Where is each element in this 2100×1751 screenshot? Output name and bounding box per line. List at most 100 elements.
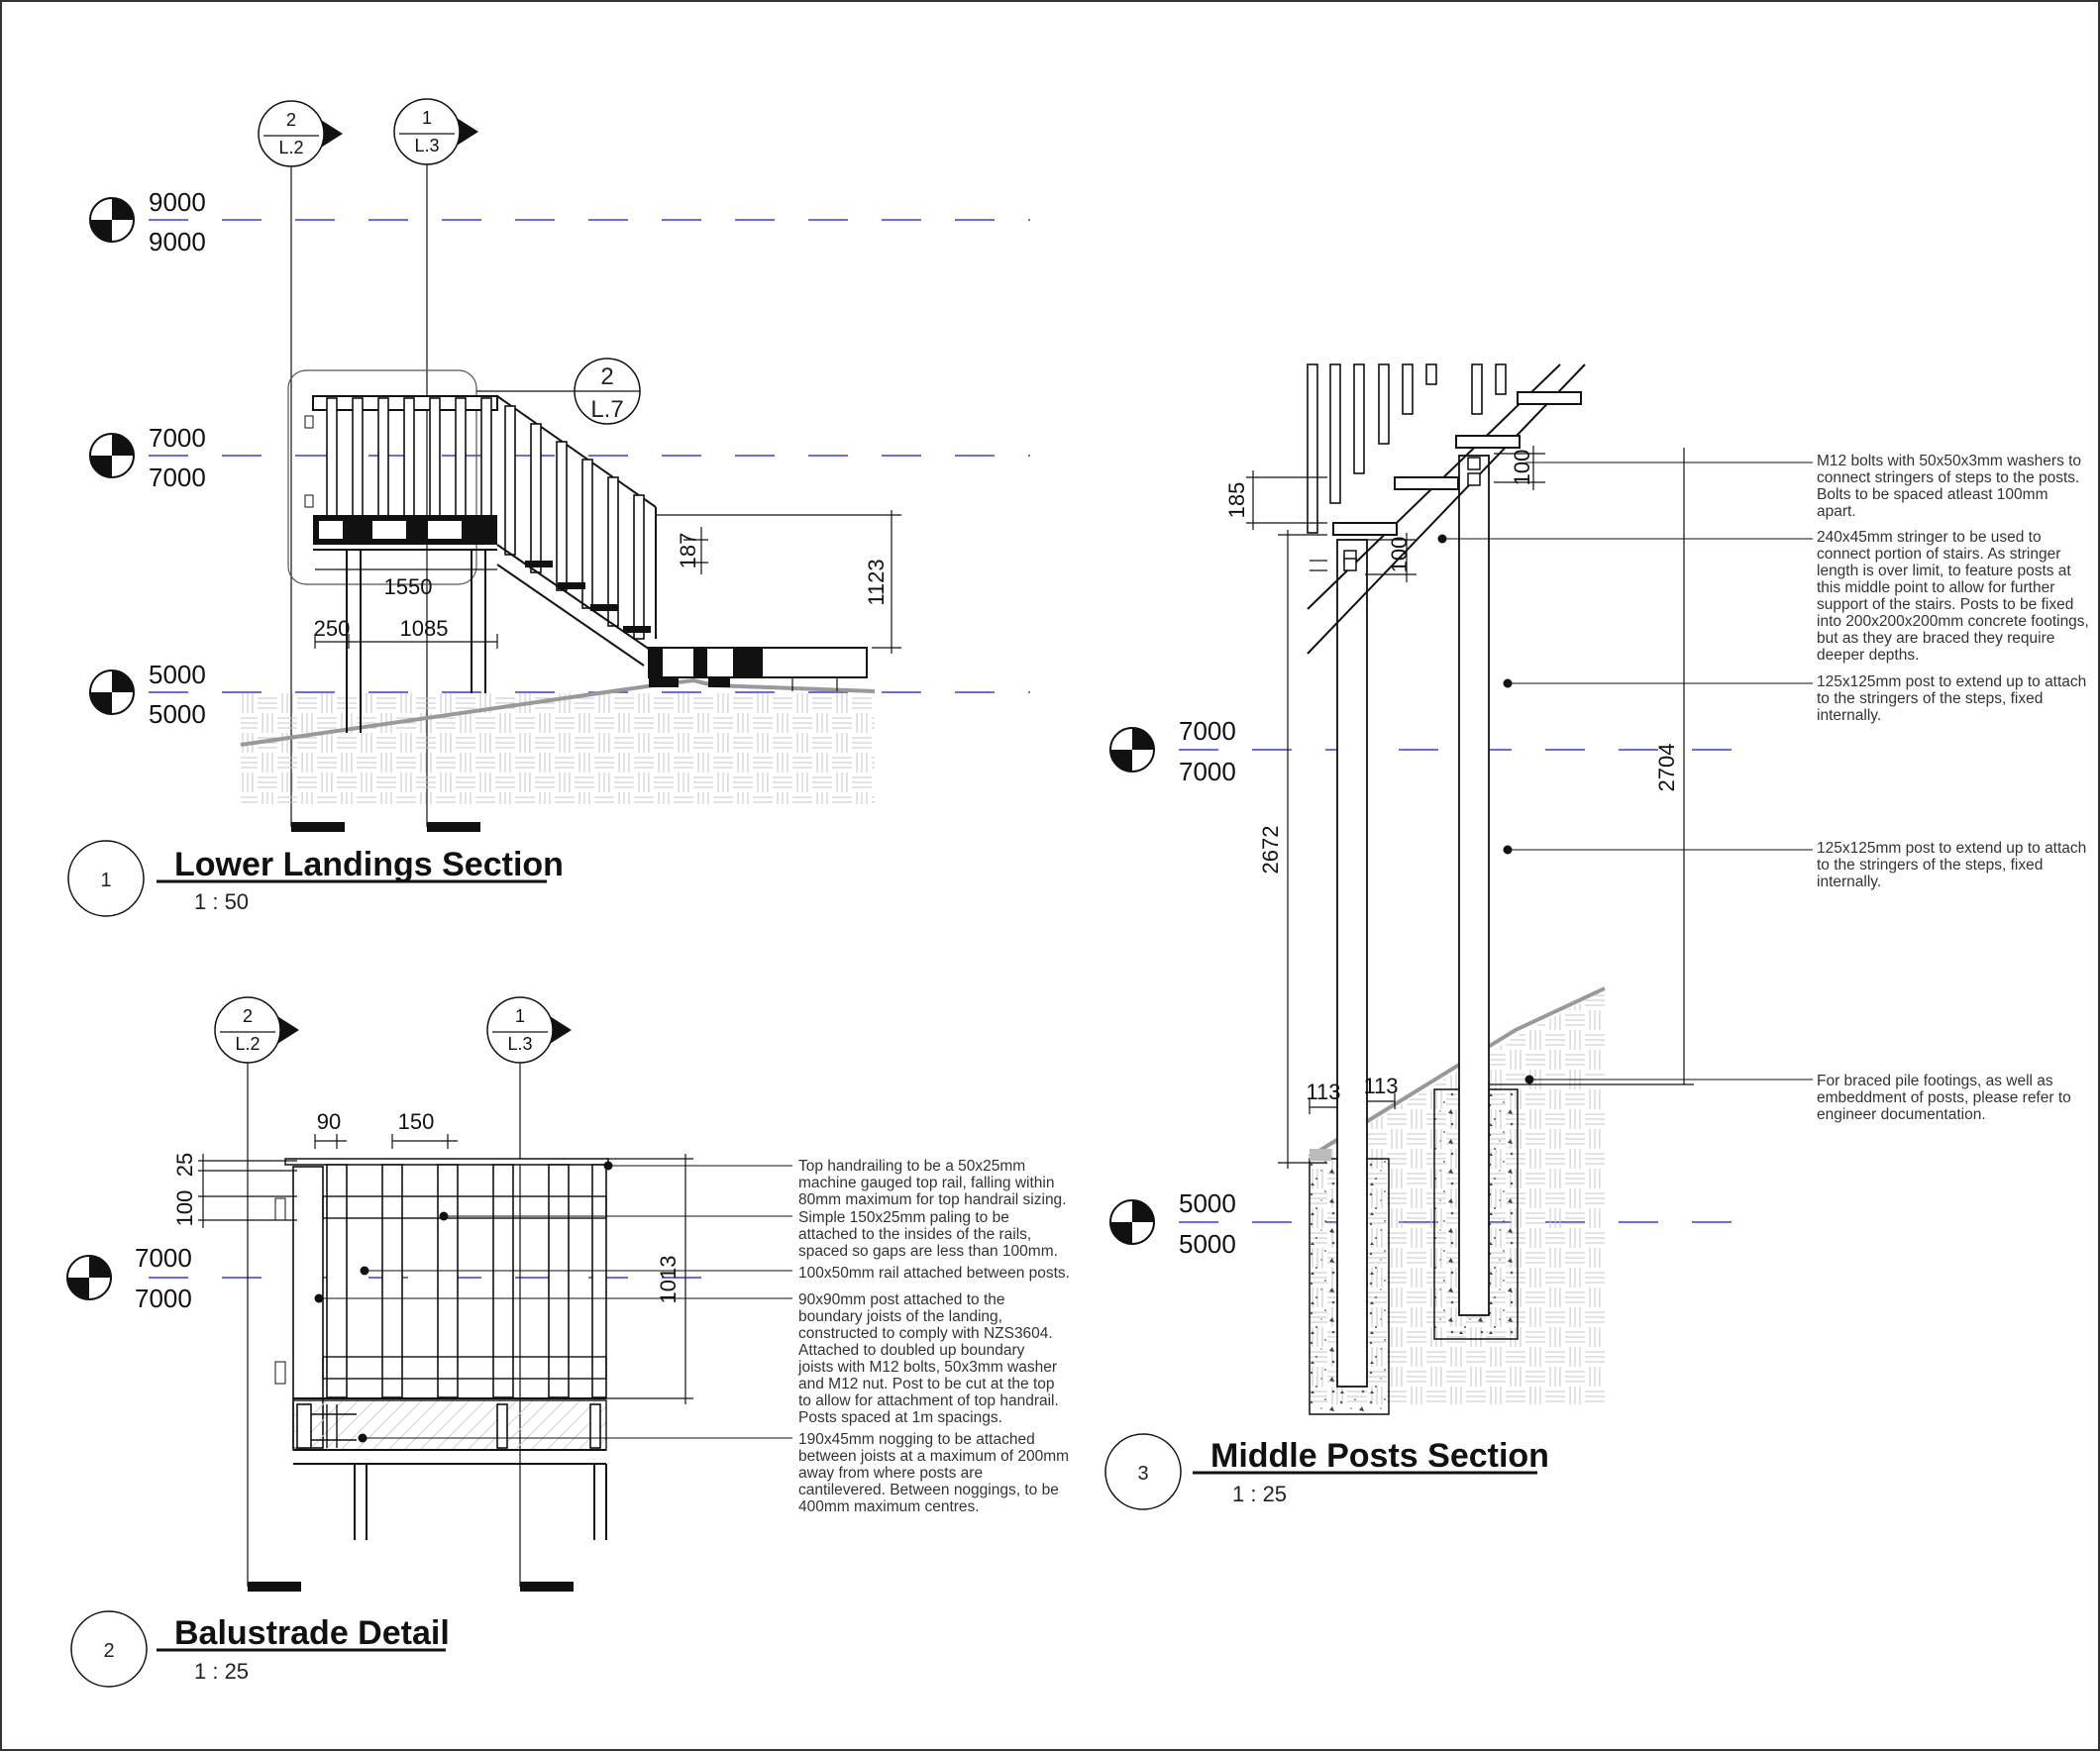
bolt-icon bbox=[1467, 472, 1481, 486]
level-label-5000-bottom: 5000 bbox=[1179, 1229, 1236, 1259]
svg-text:spaced so gaps are less than 1: spaced so gaps are less than 100mm. bbox=[798, 1243, 1058, 1260]
section-tag-sheet: L.3 bbox=[507, 1034, 532, 1054]
dimension-lines bbox=[198, 1134, 693, 1404]
detail-callout-boundary bbox=[287, 369, 477, 585]
dimension-lines bbox=[314, 510, 901, 654]
ground-edge bbox=[1310, 1149, 1331, 1161]
level-label-7000-bottom: 7000 bbox=[1179, 757, 1236, 786]
view-title: Lower Landings Section bbox=[174, 846, 564, 883]
level-label-5000-top: 5000 bbox=[149, 660, 206, 689]
note-leader-dots bbox=[314, 1161, 613, 1443]
svg-text:to the stringers of the steps,: to the stringers of the steps, fixed bbox=[1817, 857, 2043, 874]
level-label-5000-bottom: 5000 bbox=[149, 699, 206, 729]
section-tag-number: 1 bbox=[515, 1006, 525, 1026]
svg-text:between joists at a maximum of: between joists at a maximum of 200mm bbox=[798, 1448, 1069, 1465]
svg-text:125x125mm post to extend up to: 125x125mm post to extend up to attach bbox=[1817, 673, 2086, 690]
svg-text:this middle point to allow for: this middle point to allow for further bbox=[1817, 579, 2054, 596]
dimension-1550: 1550 bbox=[384, 574, 433, 599]
note-post-upper: 125x125mm post to extend up to attach to… bbox=[1817, 673, 2086, 724]
svg-text:apart.: apart. bbox=[1817, 503, 1856, 520]
svg-text:boundary joists of the landing: boundary joists of the landing, bbox=[798, 1308, 1002, 1325]
level-label-7000-bottom: 7000 bbox=[149, 463, 206, 492]
svg-text:connect portion of stairs. As: connect portion of stairs. As stringer bbox=[1817, 546, 2060, 563]
note-stringer: 240x45mm stringer to be used to connect … bbox=[1817, 529, 2089, 664]
note-nogging: 190x45mm nogging to be attached between … bbox=[798, 1431, 1069, 1515]
svg-text:Simple 150x25mm paling to be: Simple 150x25mm paling to be bbox=[798, 1209, 1009, 1226]
level-marker-icon bbox=[89, 433, 135, 478]
svg-text:support of the stairs. Posts t: support of the stairs. Posts to be fixed bbox=[1817, 596, 2073, 613]
note-rail: 100x50mm rail attached between posts. bbox=[798, 1265, 1070, 1282]
svg-text:Bolts to be spaced atleast 100: Bolts to be spaced atleast 100mm bbox=[1817, 486, 2048, 503]
section-tag-number: 2 bbox=[286, 110, 296, 130]
dimension-25: 25 bbox=[172, 1153, 197, 1177]
note-paling: Simple 150x25mm paling to be attached to… bbox=[798, 1209, 1058, 1260]
svg-text:embeddment of posts, please re: embeddment of posts, please refer to bbox=[1817, 1089, 2071, 1106]
svg-text:cantilevered. Between noggings: cantilevered. Between noggings, to be bbox=[798, 1482, 1059, 1498]
view-number-circle bbox=[70, 1610, 148, 1688]
dimension-1013: 1013 bbox=[656, 1256, 681, 1304]
section-tag-icon bbox=[486, 996, 572, 1064]
svg-text:100x50mm rail attached between: 100x50mm rail attached between posts. bbox=[798, 1265, 1070, 1282]
level-label-7000-top: 7000 bbox=[1179, 716, 1236, 746]
soil-hatch bbox=[241, 693, 875, 804]
svg-text:Posts spaced at 1m spacings.: Posts spaced at 1m spacings. bbox=[798, 1409, 1002, 1426]
section-tag-icon bbox=[258, 100, 343, 167]
note-leaders bbox=[1442, 462, 1813, 1081]
note-post-lower: 125x125mm post to extend up to attach to… bbox=[1817, 840, 2086, 890]
section-tag-icon bbox=[214, 996, 299, 1064]
svg-text:joists with M12 bolts, 50x3mm: joists with M12 bolts, 50x3mm washer bbox=[797, 1359, 1057, 1376]
dimension-100-upper: 100 bbox=[1510, 450, 1534, 486]
svg-text:into 200x200x200mm concrete fo: into 200x200x200mm concrete footings, bbox=[1817, 613, 2089, 630]
view-title: Middle Posts Section bbox=[1210, 1437, 1549, 1475]
level-label-7000-bottom: 7000 bbox=[135, 1284, 192, 1313]
svg-text:machine gauged top rail, falli: machine gauged top rail, falling within bbox=[798, 1175, 1055, 1191]
dimension-1085: 1085 bbox=[400, 616, 449, 641]
landing-structure bbox=[304, 395, 498, 733]
dimension-150: 150 bbox=[398, 1109, 435, 1134]
svg-text:length is over limit, to featu: length is over limit, to feature posts a… bbox=[1817, 563, 2071, 579]
middle-posts bbox=[1336, 455, 1490, 1388]
svg-text:Attached to doubled up boundar: Attached to doubled up boundary bbox=[798, 1342, 1025, 1359]
balustrade-elevation bbox=[274, 1158, 609, 1540]
svg-text:constructed to comply with NZS: constructed to comply with NZS3604. bbox=[798, 1325, 1053, 1342]
note-leaders bbox=[319, 1165, 792, 1439]
callout-number: 2 bbox=[600, 363, 613, 390]
grid-end-bar bbox=[248, 1582, 301, 1592]
section-tag-number: 2 bbox=[243, 1006, 253, 1026]
svg-text:attached to the insides of the: attached to the insides of the rails, bbox=[798, 1226, 1031, 1243]
section-tag-icon bbox=[393, 98, 478, 165]
view-number: 3 bbox=[1137, 1463, 1148, 1485]
view-lower-landings-section: 9000 9000 7000 7000 5000 5000 2 L.2 bbox=[67, 98, 1030, 917]
svg-text:to allow for attachment of top: to allow for attachment of top handrail. bbox=[798, 1392, 1059, 1409]
dimension-113-left: 113 bbox=[1306, 1080, 1340, 1104]
dimension-2672: 2672 bbox=[1258, 826, 1283, 875]
svg-text:internally.: internally. bbox=[1817, 707, 1881, 724]
svg-text:190x45mm nogging to be attache: 190x45mm nogging to be attached bbox=[798, 1431, 1035, 1448]
ground-line bbox=[240, 677, 876, 747]
level-marker-icon bbox=[66, 1255, 112, 1300]
lower-landing-pad bbox=[648, 647, 868, 691]
view-scale: 1 : 50 bbox=[194, 889, 249, 914]
level-label-9000-top: 9000 bbox=[149, 187, 206, 217]
stair-balustrade bbox=[496, 395, 657, 667]
dimension-100: 100 bbox=[172, 1190, 197, 1227]
ground-line bbox=[1308, 986, 1606, 1159]
svg-text:and M12 nut. Post to be cut at: and M12 nut. Post to be cut at the top bbox=[798, 1376, 1055, 1392]
dimension-lines bbox=[1246, 446, 1694, 1169]
note-bolts: M12 bolts with 50x50x3mm washers to conn… bbox=[1817, 453, 2081, 520]
view-scale: 1 : 25 bbox=[194, 1659, 249, 1684]
level-marker-icon bbox=[89, 197, 135, 243]
level-label-7000-top: 7000 bbox=[149, 423, 206, 453]
note-post: 90x90mm post attached to the boundary jo… bbox=[797, 1291, 1059, 1426]
dimension-187: 187 bbox=[676, 533, 700, 569]
svg-text:but as they are braced they re: but as they are braced they require bbox=[1817, 630, 2054, 647]
dimension-100-lower: 100 bbox=[1387, 537, 1412, 573]
grid-end-bar bbox=[291, 822, 345, 832]
view-number-circle bbox=[67, 840, 145, 917]
dimension-185: 185 bbox=[1224, 482, 1249, 519]
svg-text:For braced pile footings, as w: For braced pile footings, as well as bbox=[1817, 1073, 2053, 1089]
note-top-handrail: Top handrailing to be a 50x25mm machine … bbox=[798, 1158, 1067, 1208]
svg-text:80mm maximum for top handrail: 80mm maximum for top handrail sizing. bbox=[798, 1191, 1067, 1208]
